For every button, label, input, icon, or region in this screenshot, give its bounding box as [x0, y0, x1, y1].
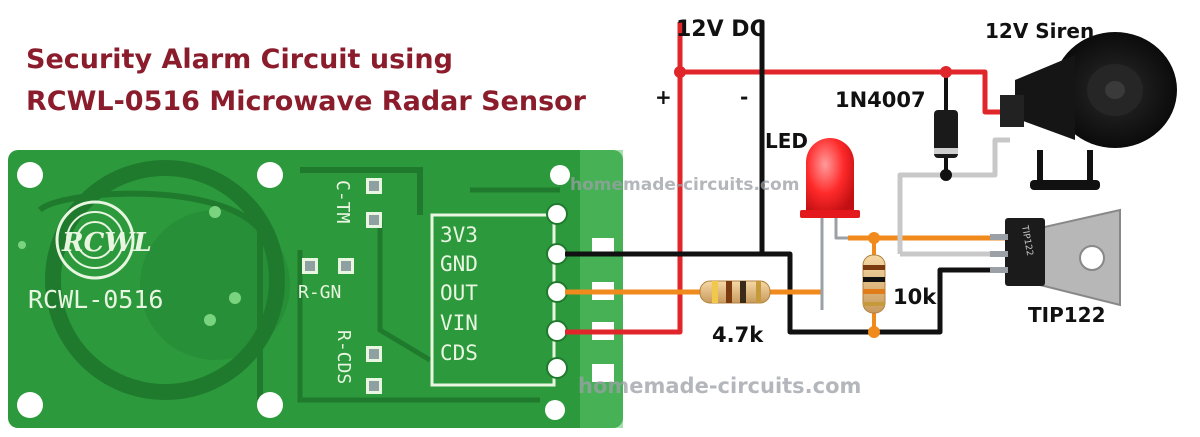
pcb-trace — [377, 220, 432, 363]
led-lead-cathode — [834, 218, 848, 240]
r-cds-pads: R-CDS — [333, 330, 382, 394]
label-minus: - — [740, 85, 748, 109]
mounting-hole — [545, 400, 565, 420]
label-resistor-4-7k: 4.7k — [712, 323, 764, 347]
via — [209, 206, 221, 218]
pin-label-cds: CDS — [440, 341, 478, 365]
resistor-10k — [862, 254, 886, 314]
mounting-hole — [257, 392, 283, 418]
antenna-ring — [45, 160, 285, 400]
label-supply: 12V DC — [676, 17, 766, 42]
led — [800, 138, 860, 218]
label-siren: 12V Siren — [985, 19, 1094, 43]
title-line-1: Security Alarm Circuit using — [26, 44, 453, 75]
label-plus: + — [655, 85, 672, 109]
r-gn-pads: R-GN — [298, 258, 354, 303]
mounting-hole — [17, 392, 43, 418]
label-resistor-10k: 10k — [893, 285, 937, 309]
pad-label-r-gn: R-GN — [298, 282, 341, 303]
junction-dot — [674, 66, 686, 78]
pcb-substrate — [8, 150, 623, 428]
siren-12v — [1000, 32, 1177, 190]
mounting-hole — [17, 162, 43, 188]
resistor-4-7k — [699, 280, 771, 304]
wire-positive-supply — [565, 22, 683, 335]
watermark-bottom: homemade-circuits.com — [578, 374, 861, 398]
board-name: RCWL-0516 — [28, 285, 163, 314]
junction-dot — [940, 169, 952, 181]
pin-label-3v3: 3V3 — [440, 223, 478, 247]
junction-dot — [868, 232, 880, 244]
via — [204, 314, 216, 326]
pad-label-r-cds: R-CDS — [333, 330, 354, 384]
junction-dot — [940, 66, 952, 78]
transistor-tip122: TIP122 — [990, 208, 1121, 307]
wire-ground-emitter — [565, 251, 1005, 335]
label-transistor: TIP122 — [1028, 303, 1106, 327]
pin-label-vin: VIN — [440, 311, 478, 335]
watermark-top: homemade-circuits.com — [570, 175, 799, 195]
antenna-pad — [140, 210, 290, 360]
diode-1n4007 — [934, 110, 958, 158]
pin-label-out: OUT — [440, 281, 478, 305]
pcb-trace — [37, 190, 263, 400]
via — [229, 292, 241, 304]
logo-text: RCWL — [61, 228, 152, 258]
pin-pads — [546, 203, 568, 379]
rcwl-0516-board: RCWL RCWL-0516 C-TM R-GN R-CDS 3V3 GND O… — [8, 150, 623, 428]
c-tm-pads: C-TM — [332, 178, 382, 228]
via — [18, 241, 26, 249]
pin-label-gnd: GND — [440, 252, 478, 276]
pcb-trace — [300, 167, 423, 215]
label-diode: 1N4007 — [835, 88, 926, 112]
rcwl-logo: RCWL — [55, 200, 152, 280]
wire-siren-negative — [897, 137, 1010, 254]
wire-positive-siren — [680, 69, 1005, 115]
junction-dot — [868, 326, 880, 338]
mounting-hole — [550, 165, 570, 185]
pad-label-c-tm: C-TM — [332, 180, 353, 224]
wires — [565, 22, 1010, 335]
pcb-trace — [297, 250, 540, 403]
title-line-2: RCWL-0516 Microwave Radar Sensor — [26, 86, 587, 117]
mounting-hole — [257, 162, 283, 188]
label-led: LED — [765, 129, 808, 153]
